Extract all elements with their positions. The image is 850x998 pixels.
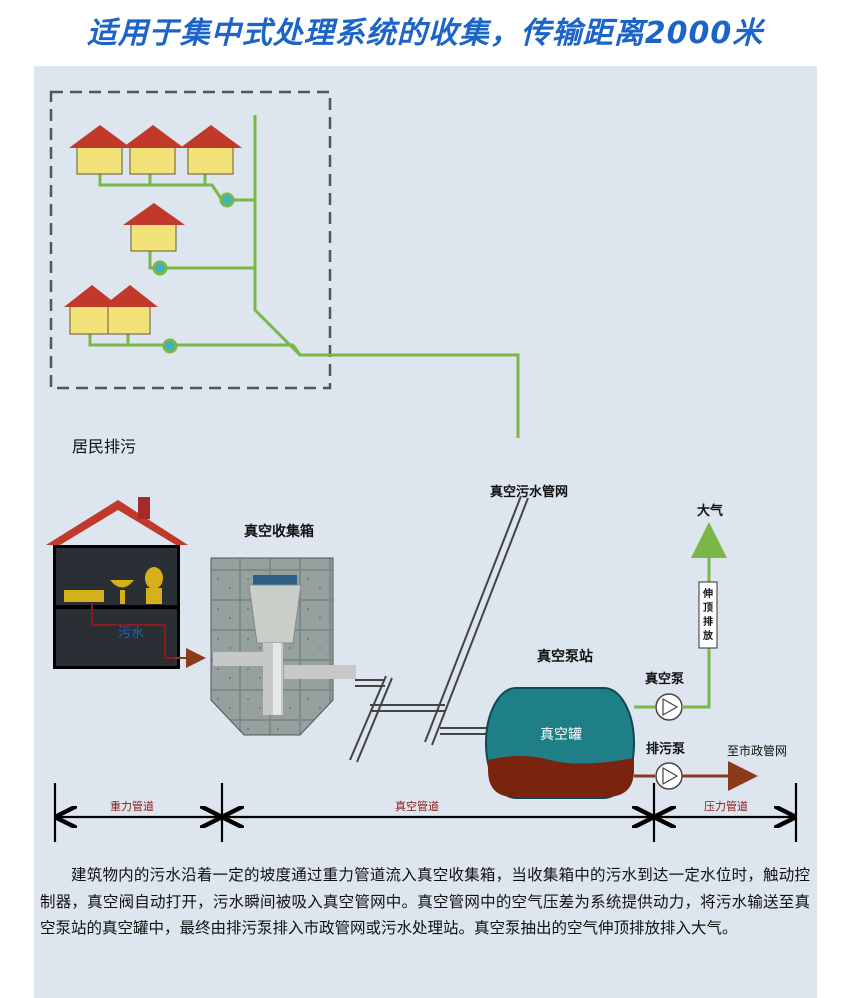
vent-label-char: 顶 [703,602,713,614]
building [46,497,206,669]
vacuum-tank-label: 真空罐 [540,727,582,743]
collection-chambers [152,192,235,354]
discharge-pump-line [634,761,758,791]
description-paragraph: 建筑物内的污水沿着一定的坡度通过重力管道流入真空收集箱，当收集箱中的污水到达一定… [40,866,810,937]
vent-label-char: 伸 [702,587,713,600]
discharge-pump-label: 排污泵 [646,741,685,757]
house-icon [123,203,185,252]
house-icon [69,125,131,175]
vacuum-pipes [349,495,529,763]
to-municipal-label: 至市政管网 [727,743,787,758]
vacuum-station-label: 真空泵站 [537,648,593,665]
vent-box [698,581,718,649]
residents-label: 居民排污 [72,437,136,456]
vent-label: 伸 顶 排 放 [702,587,716,642]
wastewater-label: 污水 [118,626,144,641]
vacuum-collection-box [210,557,356,736]
toilet-icon [145,567,163,589]
house-icon [102,285,158,335]
sink-icon [110,580,134,588]
bathtub-icon [64,590,104,602]
vent-label-char: 排 [703,615,713,628]
vacuum-box-label: 真空收集箱 [244,523,314,540]
vacuum-pump-label: 真空泵 [645,671,684,687]
pressure-pipe-label: 压力管道 [704,799,748,813]
page-title: 适用于集中式处理系统的收集，传输距离2000米 [86,16,764,51]
vacuum-network-label: 真空污水管网 [490,484,568,500]
house-icon [180,125,242,175]
house-icon [122,125,184,175]
house-icon [64,285,120,335]
residential-boundary [49,90,332,390]
atmosphere-label: 大气 [697,503,723,519]
vacuum-tank [485,687,635,799]
vent-label-char: 放 [702,629,714,642]
pipe-segment-dimension [53,783,798,842]
vacuum-pump-line [634,522,727,721]
gravity-pipe-label: 重力管道 [110,799,154,813]
vacuum-pipe-label: 真空管道 [395,799,439,813]
